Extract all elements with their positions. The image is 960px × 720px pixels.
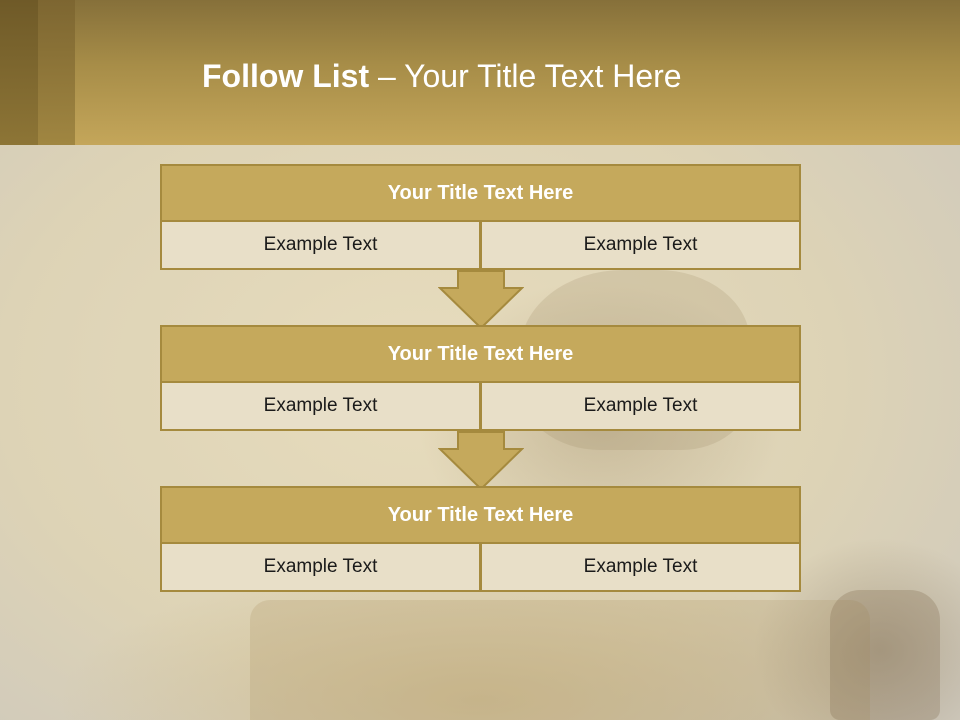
list-block-1: Your Title Text Here Example Text Exampl… xyxy=(160,164,801,270)
slide-title-bold: Follow List xyxy=(202,58,370,94)
block-row: Example Text Example Text xyxy=(160,220,801,270)
block-cell-left: Example Text xyxy=(160,542,481,592)
block-title: Your Title Text Here xyxy=(160,164,801,222)
header-stripe-dark xyxy=(0,0,38,145)
down-arrow-icon xyxy=(438,431,524,491)
block-cell-left: Example Text xyxy=(160,220,481,270)
header-stripe-mid xyxy=(38,0,75,145)
block-cell-right: Example Text xyxy=(480,220,801,270)
background-stone xyxy=(830,590,940,720)
down-arrow-icon xyxy=(438,270,524,330)
block-row: Example Text Example Text xyxy=(160,381,801,431)
list-block-2: Your Title Text Here Example Text Exampl… xyxy=(160,325,801,431)
block-cell-right: Example Text xyxy=(480,381,801,431)
block-cell-left: Example Text xyxy=(160,381,481,431)
block-cell-right: Example Text xyxy=(480,542,801,592)
block-title: Your Title Text Here xyxy=(160,325,801,383)
slide-title: Follow List – Your Title Text Here xyxy=(202,54,682,98)
slide-title-rest: – Your Title Text Here xyxy=(369,58,682,94)
list-block-3: Your Title Text Here Example Text Exampl… xyxy=(160,486,801,592)
background-sphinx-body xyxy=(250,600,870,720)
block-title: Your Title Text Here xyxy=(160,486,801,544)
block-row: Example Text Example Text xyxy=(160,542,801,592)
header-band xyxy=(0,0,960,145)
